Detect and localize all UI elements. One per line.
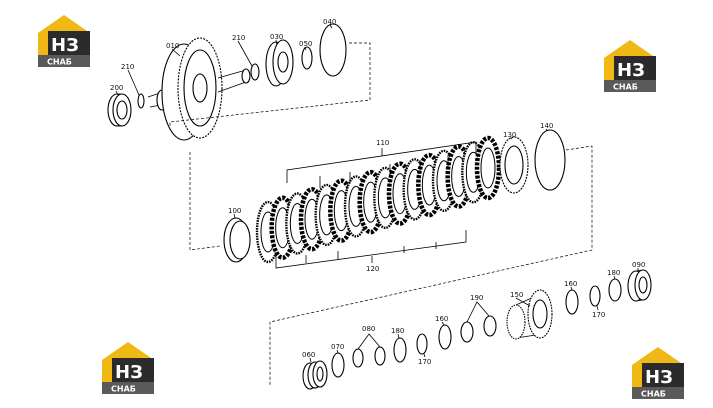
washer-160-lower [438, 324, 452, 350]
label-030: 030 [270, 33, 283, 41]
gear-hub-150 [506, 289, 553, 340]
spring-pack-060 [302, 360, 328, 390]
logo-2: НЗ СНАБ [604, 40, 656, 92]
logo-sub-text: СНАБ [111, 385, 136, 394]
washer-180-lower [393, 337, 407, 363]
label-190: 190 [470, 294, 483, 302]
ring-170-lower [416, 333, 428, 355]
label-080: 080 [362, 325, 375, 333]
piston-seal-100 [223, 217, 251, 263]
label-140: 140 [540, 122, 553, 130]
bearing-200 [107, 93, 132, 127]
seal-050 [301, 46, 313, 70]
washer-180-upper [608, 278, 622, 302]
logo-1: НЗ СНАБ [38, 15, 90, 67]
label-040: 040 [323, 18, 336, 26]
label-090: 090 [632, 261, 645, 269]
label-100: 100 [228, 207, 241, 215]
snap-ring-140 [534, 129, 566, 191]
bearing-090 [627, 269, 652, 302]
logo-3: НЗ СНАБ [102, 342, 154, 394]
piston-030 [265, 39, 294, 87]
snap-ring-210-left [137, 93, 145, 109]
seal-040 [319, 23, 347, 77]
label-200: 200 [110, 84, 123, 92]
label-160-lower: 160 [435, 315, 448, 323]
label-150: 150 [510, 291, 523, 299]
watermark-logos: НЗ СНАБ НЗ СНАБ НЗ СНАБ НЗ СНАБ [38, 15, 684, 399]
logo-sub-text: СНАБ [641, 390, 666, 399]
logo-mark-text: НЗ [115, 362, 143, 383]
label-010: 010 [166, 42, 179, 50]
disc-070 [331, 352, 345, 378]
logo-sub-text: СНАБ [47, 58, 72, 67]
label-180-upper: 180 [607, 269, 620, 277]
label-170-upper: 170 [592, 311, 605, 319]
label-110: 110 [376, 139, 389, 147]
disc-bore [480, 147, 496, 189]
snap-ring-080-b [374, 346, 386, 366]
ring-170-upper [589, 285, 601, 307]
logo-mark-text: НЗ [51, 35, 79, 56]
label-060: 060 [302, 351, 315, 359]
gear-hub-010 [147, 37, 251, 141]
end-plate-130 [499, 136, 529, 194]
needle-bearings-190 [460, 315, 497, 343]
label-130: 130 [503, 131, 516, 139]
label-210-left: 210 [121, 63, 134, 71]
label-160-upper: 160 [564, 280, 577, 288]
logo-mark-text: НЗ [645, 367, 673, 388]
label-050: 050 [299, 40, 312, 48]
snap-ring-080-a [352, 348, 364, 368]
label-120: 120 [366, 265, 379, 273]
washer-160-upper [565, 289, 579, 315]
logo-sub-text: СНАБ [613, 83, 638, 92]
label-070: 070 [331, 343, 344, 351]
clutch-plate-pack-110-120 [255, 135, 502, 264]
logo-mark-text: НЗ [617, 60, 645, 81]
logo-4: НЗ СНАБ [632, 347, 684, 399]
label-210-right: 210 [232, 34, 245, 42]
label-180-lower: 180 [391, 327, 404, 335]
friction-disc [474, 135, 502, 201]
snap-ring-210-right [250, 63, 260, 81]
label-170-lower: 170 [418, 358, 431, 366]
